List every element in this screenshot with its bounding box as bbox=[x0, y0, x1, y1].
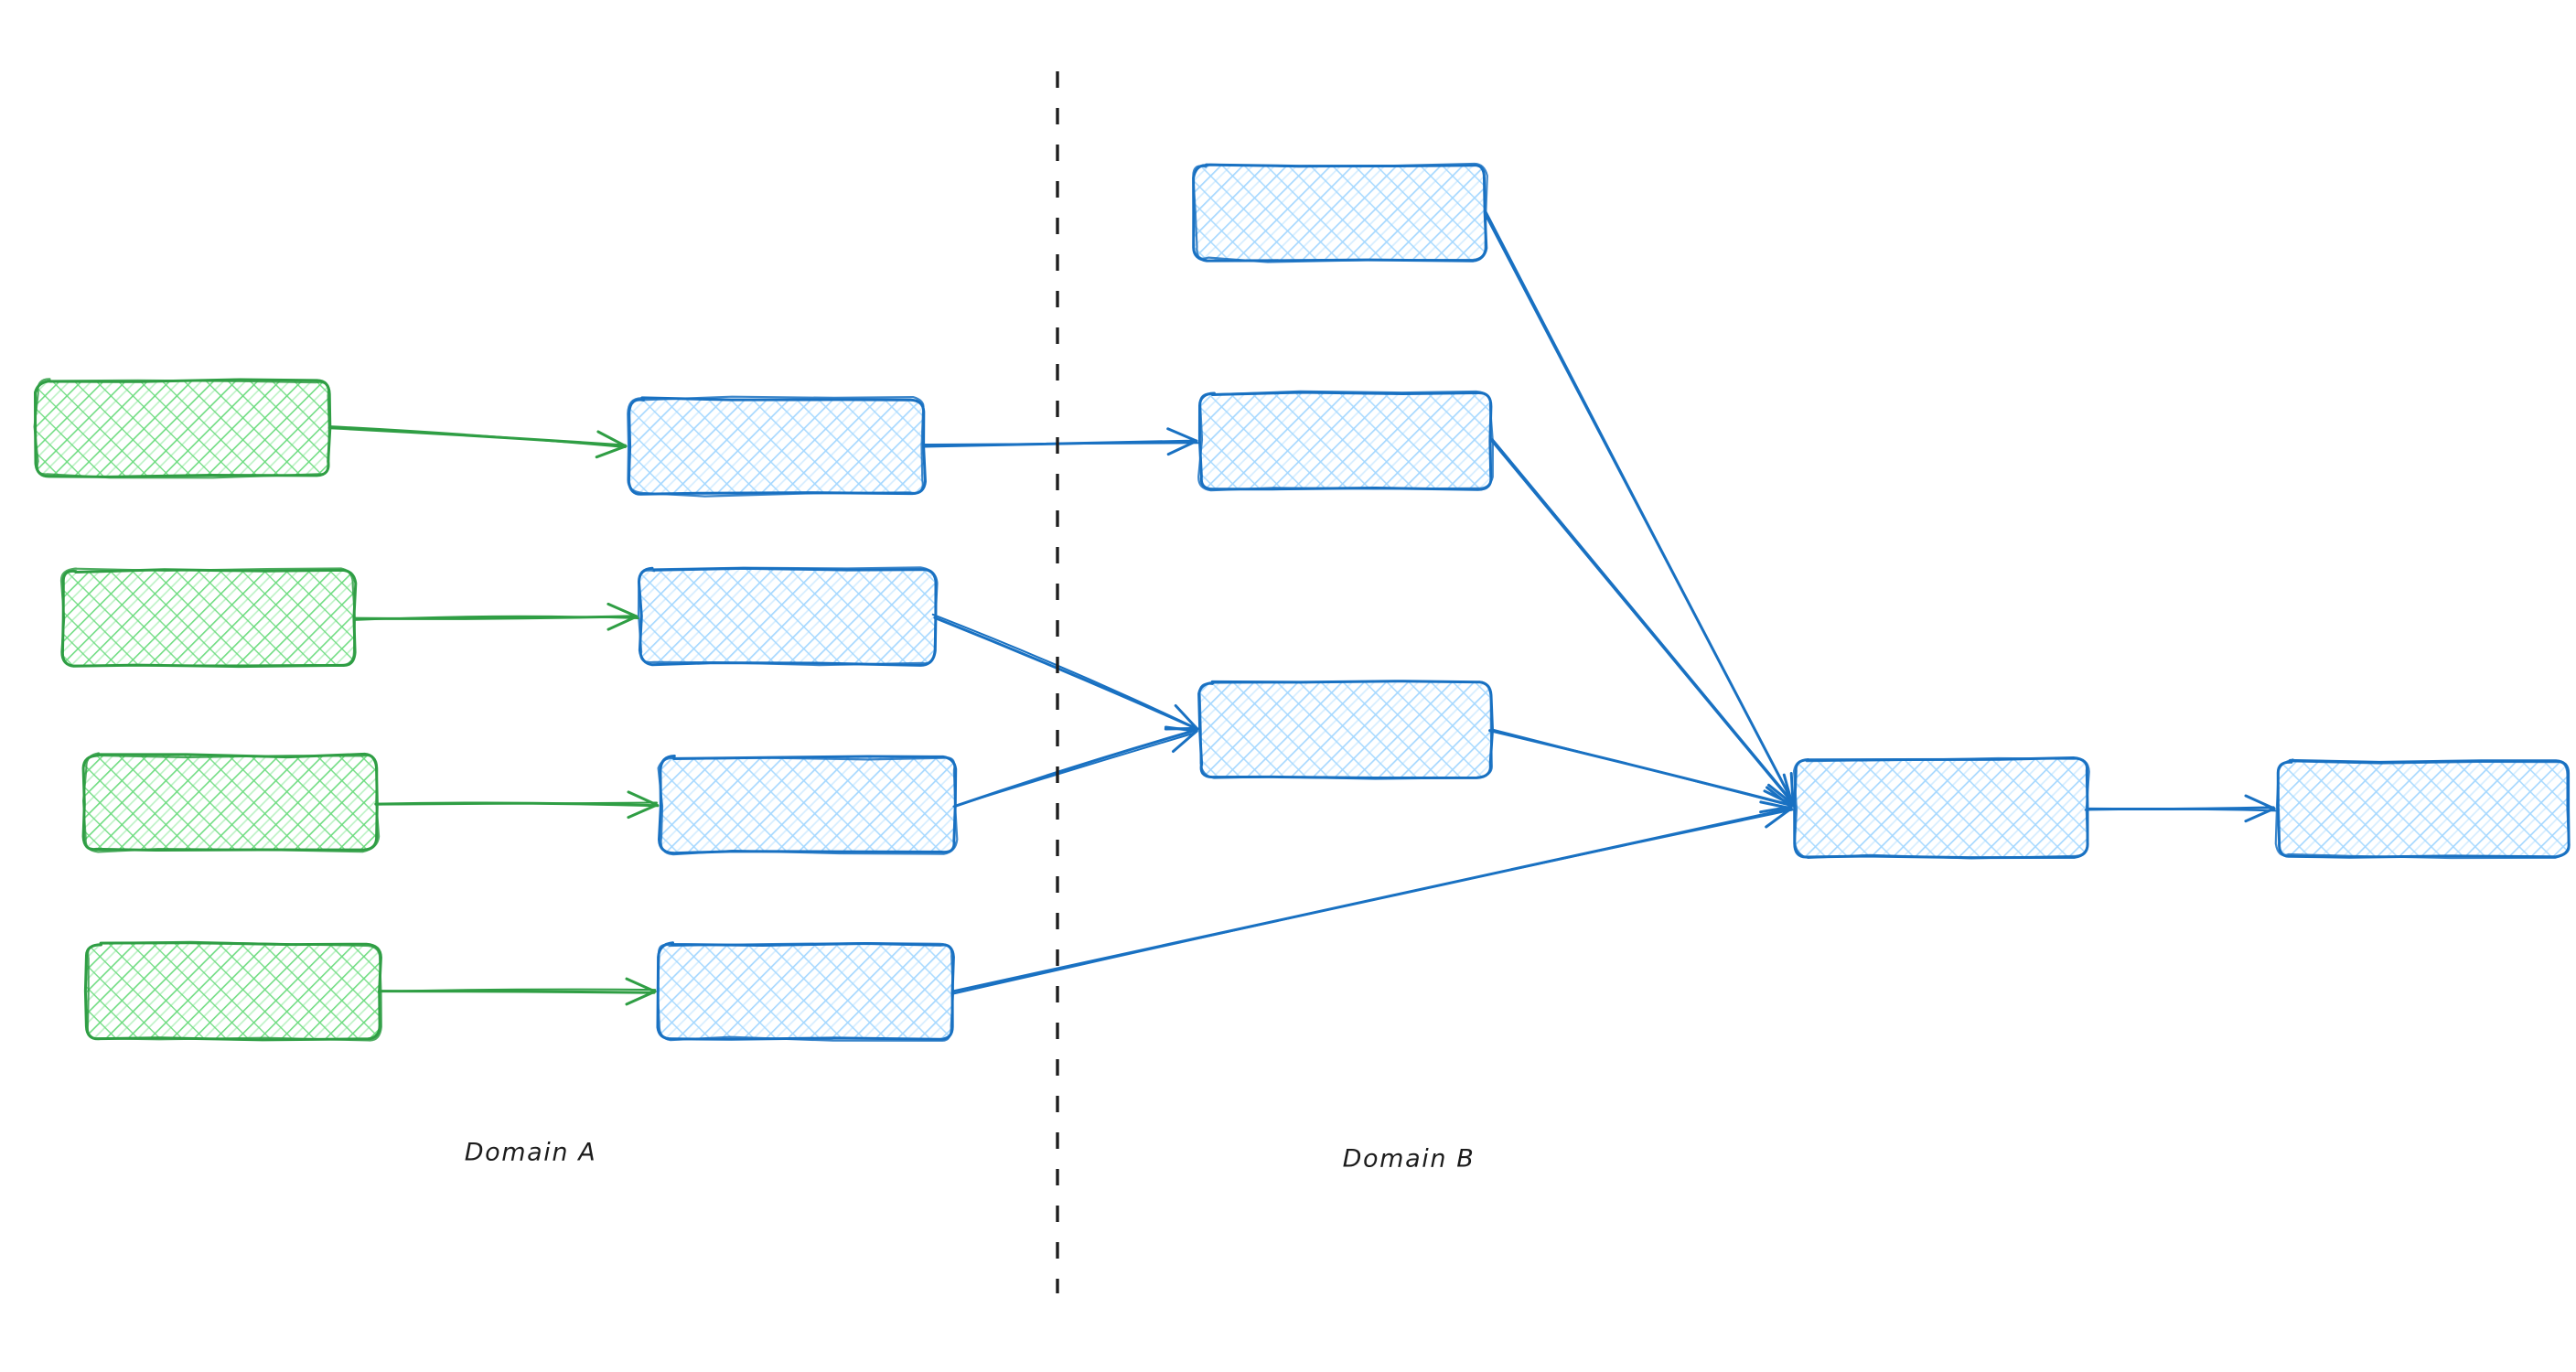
arrow-head bbox=[2244, 807, 2276, 823]
node-fill bbox=[1200, 682, 1491, 777]
node-outline bbox=[658, 755, 958, 855]
node-outline bbox=[1197, 390, 1494, 492]
node-b-hub[interactable] bbox=[1793, 756, 2090, 860]
node-fill bbox=[37, 381, 329, 476]
arrow-head bbox=[1166, 439, 1198, 456]
node-outline bbox=[83, 941, 382, 1042]
node-a-src-1[interactable] bbox=[33, 378, 332, 479]
node-a-proc-3[interactable] bbox=[657, 755, 959, 856]
node-outline bbox=[656, 942, 955, 1042]
arrow-head bbox=[595, 445, 628, 459]
arrow-head bbox=[1166, 427, 1198, 443]
node-outline bbox=[82, 752, 381, 853]
node-a-src-2[interactable] bbox=[59, 567, 358, 669]
arrow-head bbox=[596, 430, 628, 448]
node-fill bbox=[84, 756, 377, 851]
node-outline bbox=[1198, 680, 1493, 780]
arrow-head bbox=[1789, 772, 1795, 806]
node-fill bbox=[659, 944, 953, 1039]
node-fill bbox=[2278, 761, 2569, 856]
arrow-head bbox=[606, 602, 639, 618]
edge-e3 bbox=[374, 790, 660, 820]
domain-label-a: Domain A bbox=[464, 1138, 597, 1167]
arrow-head bbox=[1767, 783, 1795, 806]
node-outline bbox=[33, 378, 330, 479]
node-b-sink[interactable] bbox=[2274, 758, 2571, 860]
arrow-head bbox=[1174, 704, 1198, 730]
edge-e6 bbox=[931, 613, 1199, 731]
node-outline bbox=[627, 395, 925, 498]
edge-e2 bbox=[352, 602, 639, 631]
arrow-head bbox=[1759, 800, 1793, 810]
node-outline bbox=[657, 756, 959, 856]
node-fill bbox=[1795, 759, 2088, 856]
arrow-head bbox=[1766, 786, 1793, 809]
edges-layer bbox=[327, 210, 2277, 1006]
node-a-proc-1[interactable] bbox=[627, 395, 927, 498]
edge-e5 bbox=[922, 427, 1200, 456]
arrow-head bbox=[2244, 794, 2276, 810]
node-a-proc-4[interactable] bbox=[656, 941, 955, 1042]
node-fill bbox=[87, 944, 380, 1039]
edge-e10 bbox=[1488, 728, 1795, 814]
node-a-proc-2[interactable] bbox=[637, 566, 939, 667]
arrow-head bbox=[1782, 773, 1794, 807]
node-fill bbox=[1195, 165, 1486, 260]
arrow-head bbox=[627, 790, 659, 807]
domain-label-b: Domain B bbox=[1342, 1144, 1476, 1174]
node-outline bbox=[1793, 756, 2090, 860]
edge-e12 bbox=[2084, 794, 2277, 823]
node-fill bbox=[1200, 393, 1491, 488]
arrow-head bbox=[1172, 729, 1198, 753]
edge-e9 bbox=[1489, 438, 1796, 807]
arrow-head bbox=[1164, 725, 1198, 733]
nodes-layer bbox=[33, 162, 2571, 1042]
edge-e11 bbox=[951, 800, 1794, 995]
node-outline bbox=[637, 566, 939, 667]
edge-e7 bbox=[952, 725, 1198, 808]
arrow-head bbox=[625, 990, 657, 1006]
node-fill bbox=[62, 571, 355, 666]
edge-e1 bbox=[327, 425, 628, 459]
node-fill bbox=[640, 569, 935, 664]
arrow-head bbox=[1765, 807, 1793, 829]
node-b-node-2[interactable] bbox=[1197, 390, 1494, 492]
node-outline bbox=[59, 567, 356, 667]
arrow-head bbox=[606, 615, 639, 631]
edge-e8 bbox=[1483, 210, 1796, 806]
node-fill bbox=[660, 757, 955, 852]
node-fill bbox=[629, 399, 924, 494]
arrow-head bbox=[625, 977, 657, 993]
node-outline bbox=[2274, 758, 2571, 860]
node-a-src-3[interactable] bbox=[81, 752, 381, 853]
node-outline bbox=[1192, 162, 1488, 263]
edge-e4 bbox=[377, 977, 657, 1006]
node-a-src-4[interactable] bbox=[83, 940, 382, 1042]
node-b-node-1[interactable] bbox=[1192, 162, 1488, 263]
node-b-node-3[interactable] bbox=[1197, 680, 1494, 780]
node-outline bbox=[86, 940, 382, 1042]
arrow-head bbox=[627, 803, 659, 820]
